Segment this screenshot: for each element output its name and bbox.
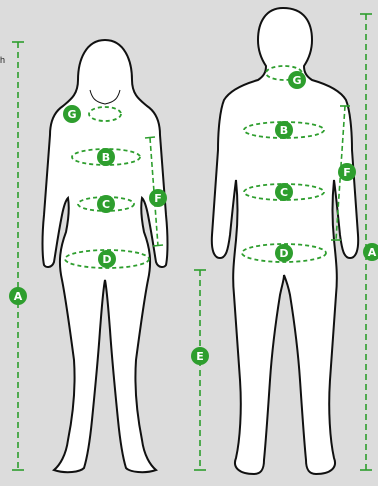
measure-line-a-left [12, 42, 24, 470]
svg-text:A: A [368, 246, 377, 259]
svg-text:C: C [280, 186, 288, 199]
measure-line-a-right [360, 14, 372, 470]
marker-b-female: B [97, 148, 115, 166]
marker-b-male: B [275, 121, 293, 139]
svg-text:G: G [67, 108, 76, 121]
measure-line-e [194, 270, 206, 470]
marker-f-female: F [149, 189, 167, 207]
marker-e: E [191, 347, 209, 365]
marker-d-female: D [98, 250, 116, 268]
svg-text:B: B [102, 151, 110, 164]
svg-text:D: D [279, 247, 288, 260]
svg-text:B: B [280, 124, 288, 137]
svg-text:A: A [14, 290, 23, 303]
svg-text:G: G [292, 74, 301, 87]
corner-text: h [0, 55, 5, 65]
svg-text:C: C [102, 198, 110, 211]
marker-d-male: D [275, 244, 293, 262]
svg-text:D: D [102, 253, 111, 266]
marker-a-left: A [9, 287, 27, 305]
male-figure [212, 8, 358, 474]
marker-g-female: G [63, 105, 81, 123]
svg-text:F: F [343, 166, 351, 179]
marker-g-male: G [288, 71, 306, 89]
svg-text:E: E [196, 350, 204, 363]
marker-f-male: F [338, 163, 356, 181]
svg-text:F: F [154, 192, 162, 205]
marker-c-male: C [275, 183, 293, 201]
marker-c-female: C [97, 195, 115, 213]
